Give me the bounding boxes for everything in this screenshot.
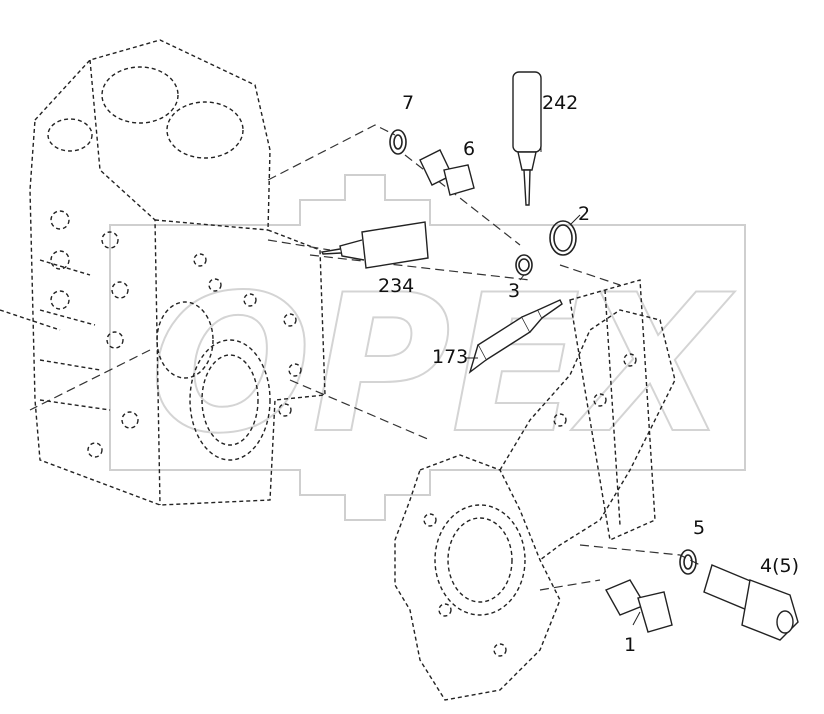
o-ring-2	[549, 220, 577, 256]
callout-3: 3	[508, 280, 521, 302]
assembly-lines	[29, 124, 701, 591]
watermark-logo: OPEX	[109, 174, 746, 521]
bolt-1	[605, 579, 673, 633]
callout-173: 173	[432, 346, 469, 368]
front-cover	[394, 279, 676, 701]
ring-5	[679, 549, 697, 575]
hex-plug-4	[703, 564, 799, 641]
ring-7	[389, 129, 407, 155]
callout-4-5: 4(5)	[760, 555, 800, 577]
sealant-tube-242	[512, 71, 542, 206]
callout-242: 242	[542, 92, 579, 114]
bolt-6	[419, 149, 475, 196]
leader-lines	[465, 108, 641, 626]
callout-2: 2	[578, 203, 591, 225]
adhesive-bottle-234	[320, 221, 429, 269]
engine-block	[0, 39, 326, 506]
callout-5: 5	[693, 517, 706, 539]
callout-1: 1	[624, 634, 637, 656]
callout-7: 7	[402, 92, 415, 114]
callout-6: 6	[463, 138, 476, 160]
callout-234: 234	[378, 275, 415, 297]
watermark-text: OPEX	[150, 254, 736, 475]
sealant-tube-173	[468, 299, 563, 374]
